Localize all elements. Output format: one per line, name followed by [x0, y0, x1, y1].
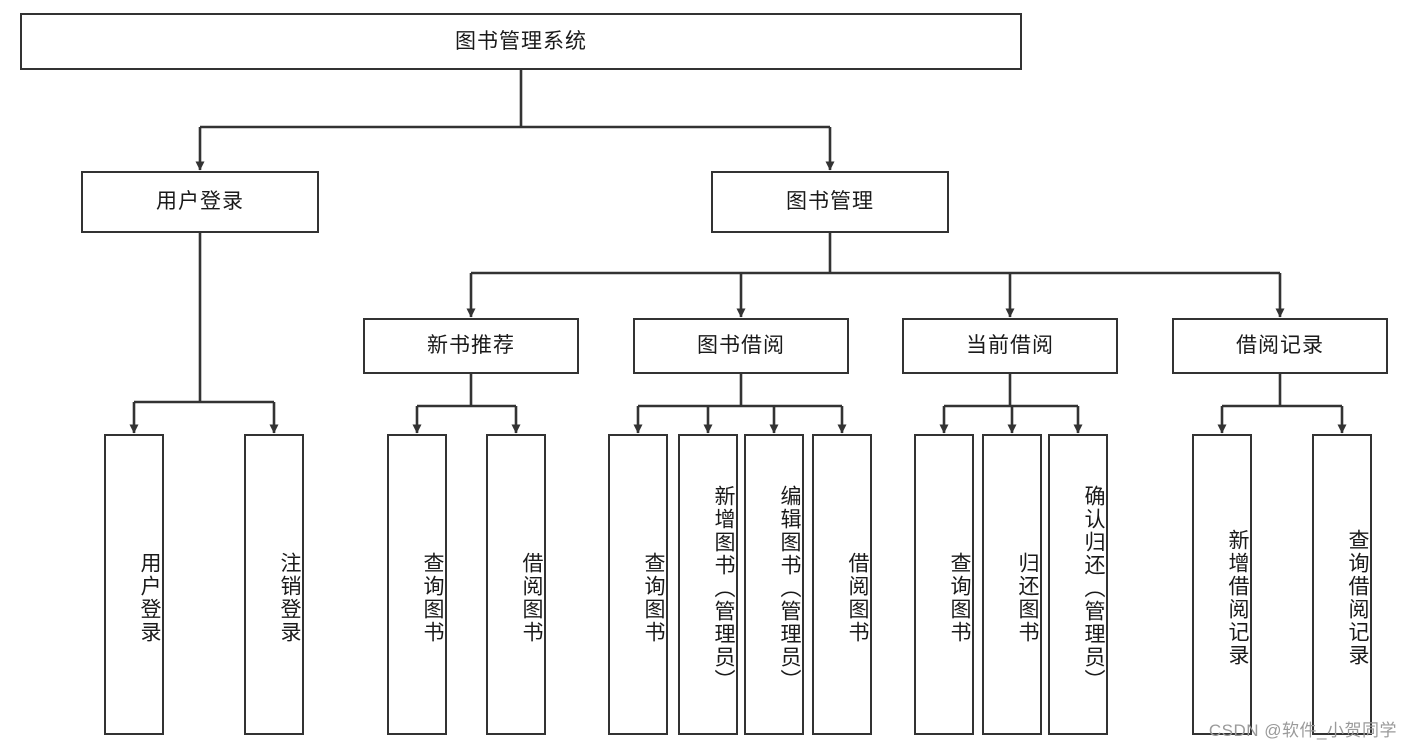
node-newbook-2[interactable]: 借阅图书: [486, 434, 546, 735]
node-current[interactable]: 当前借阅: [902, 318, 1118, 374]
node-login-1[interactable]: 用户登录: [104, 434, 164, 735]
node-current-1[interactable]: 查询图书: [914, 434, 974, 735]
node-records[interactable]: 借阅记录: [1172, 318, 1388, 374]
node-login-2[interactable]: 注销登录: [244, 434, 304, 735]
node-borrow[interactable]: 图书借阅: [633, 318, 849, 374]
node-label: 查询图书: [642, 551, 665, 644]
node-borrow-3[interactable]: 编辑图书（管理员）: [744, 434, 804, 735]
node-label: 用户登录: [138, 551, 161, 644]
node-label: 图书管理系统: [455, 29, 587, 53]
node-root[interactable]: 图书管理系统: [20, 13, 1022, 70]
node-current-3[interactable]: 确认归还（管理员）: [1048, 434, 1108, 735]
node-label: 查询借阅记录: [1346, 528, 1369, 667]
node-bookmgmt[interactable]: 图书管理: [711, 171, 949, 233]
node-label: 查询图书: [421, 551, 444, 644]
node-label: 借阅图书: [520, 551, 543, 644]
node-records-1[interactable]: 新增借阅记录: [1192, 434, 1252, 735]
node-label: 确认归还（管理员）: [1082, 485, 1105, 692]
node-label: 新增图书（管理员）: [712, 485, 735, 692]
node-label: 新增借阅记录: [1226, 528, 1249, 667]
node-label: 查询图书: [948, 551, 971, 644]
node-current-2[interactable]: 归还图书: [982, 434, 1042, 735]
node-records-2[interactable]: 查询借阅记录: [1312, 434, 1372, 735]
node-newbook-1[interactable]: 查询图书: [387, 434, 447, 735]
node-label: 编辑图书（管理员）: [778, 485, 801, 692]
node-borrow-1[interactable]: 查询图书: [608, 434, 668, 735]
node-label: 当前借阅: [966, 334, 1054, 358]
node-label: 图书借阅: [697, 334, 785, 358]
node-borrow-2[interactable]: 新增图书（管理员）: [678, 434, 738, 735]
node-label: 注销登录: [278, 551, 301, 644]
node-label: 用户登录: [156, 190, 244, 214]
node-label: 新书推荐: [427, 334, 515, 358]
node-label: 借阅图书: [846, 551, 869, 644]
csdn-watermark: CSDN @软件_小贺同学: [1208, 721, 1397, 740]
node-login[interactable]: 用户登录: [81, 171, 319, 233]
node-label: 借阅记录: [1236, 334, 1324, 358]
node-label: 归还图书: [1016, 551, 1039, 644]
node-label: 图书管理: [786, 190, 874, 214]
node-newbook[interactable]: 新书推荐: [363, 318, 579, 374]
node-borrow-4[interactable]: 借阅图书: [812, 434, 872, 735]
